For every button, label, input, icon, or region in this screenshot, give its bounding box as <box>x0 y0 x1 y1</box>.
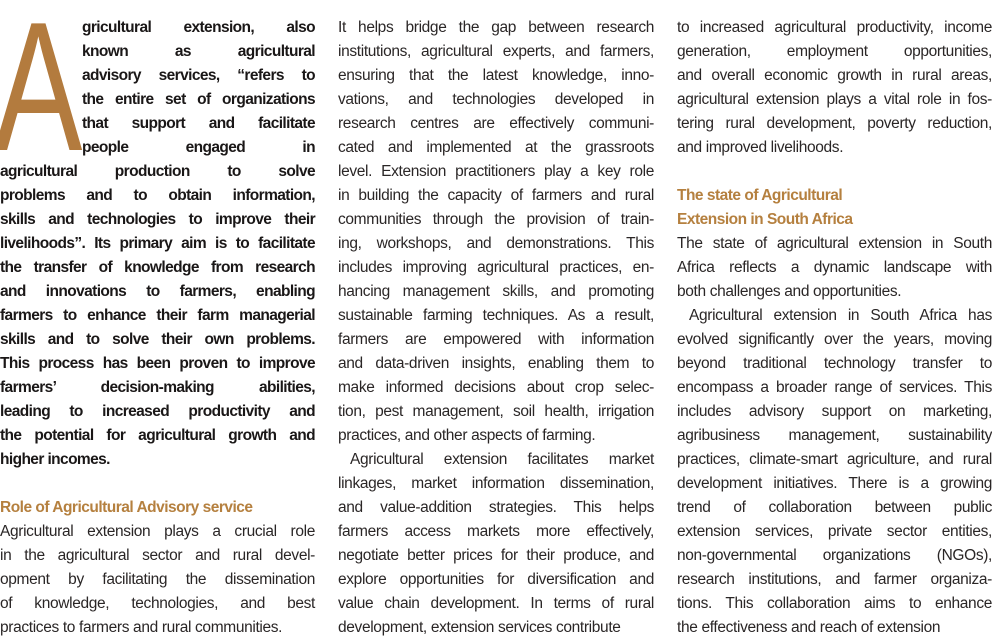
text-line: cated and implemented at the grassroots <box>338 139 654 156</box>
text-line: institutions, agricultural experts, and … <box>338 43 654 60</box>
text-line: of knowledge, technologies, and best <box>0 595 315 612</box>
text-line: Agricultural extension in South Africa h… <box>689 307 992 324</box>
column-3: to increased agricultural productivity, … <box>677 16 992 640</box>
text-line: ensuring that the latest knowledge, inno… <box>338 67 654 84</box>
text-line: skills and technologies to improve their <box>0 211 316 228</box>
text-line: gricultural extension, also <box>82 19 316 36</box>
text-line: Africa reflects a dynamic landscape with <box>677 259 992 276</box>
text-line: make informed decisions about crop selec… <box>338 379 654 396</box>
paragraph: Agricultural extension in South Africa h… <box>677 304 992 640</box>
text-line: sustainable farming techniques. As a res… <box>338 307 654 324</box>
text-line: extension services, private sector entit… <box>677 523 992 540</box>
text-line: hancing management skills, and promoting <box>338 283 654 300</box>
text-line: generation, employment opportunities, <box>677 43 992 60</box>
text-line: level. Extension practitioners play a ke… <box>338 163 654 180</box>
text-line: higher incomes. <box>0 451 110 468</box>
text-line: vations, and technologies developed in <box>338 91 654 108</box>
text-line: It helps bridge the gap between research <box>338 19 654 36</box>
text-line: farmers are empowered with information <box>338 331 654 348</box>
text-line: development initiatives. There is a grow… <box>677 475 992 492</box>
column-1: A gricultural extension, also known as ag… <box>0 0 316 640</box>
text-line: research institutions, and farmer organi… <box>677 571 992 588</box>
text-line: advisory services, “refers to <box>82 67 316 84</box>
text-line: skills and to solve their own problems. <box>0 331 316 348</box>
text-line: both challenges and opportunities. <box>677 283 902 300</box>
text-line: in the agricultural sector and rural dev… <box>0 547 315 564</box>
text-line: leading to increased productivity and <box>0 403 316 420</box>
text-line: farmers to enhance their farm managerial <box>0 307 316 324</box>
paragraph: It helps bridge the gap between research… <box>338 16 654 448</box>
paragraph: agricultural production to solve problems… <box>0 160 316 472</box>
text-line <box>0 472 315 496</box>
text-line: beyond traditional technology transfer t… <box>677 355 992 372</box>
text-line: trend of collaboration between public <box>677 499 992 516</box>
text-line: to increased agricultural productivity, … <box>677 19 992 36</box>
text-line: and innovations to farmers, enabling <box>0 283 316 300</box>
text-line: agricultural extension plays a vital rol… <box>677 91 992 108</box>
drop-cap: A <box>0 0 83 189</box>
text-line: farmers access markets more effectively, <box>338 523 654 540</box>
text-line: includes advisory support on marketing, <box>677 403 992 420</box>
text-line: Role of Agricultural Advisory service <box>0 499 253 516</box>
text-line: evolved significantly over the years, mo… <box>677 331 992 348</box>
text-line: agribusiness management, sustainability <box>677 427 992 444</box>
text-line: ing, workshops, and demonstrations. This <box>338 235 654 252</box>
text-line: and data-driven insights, enabling them … <box>338 355 654 372</box>
text-line: linkages, market information disseminati… <box>338 475 654 492</box>
text-line: known as agricultural <box>82 43 316 60</box>
text-line: This process has been proven to improve <box>0 355 316 372</box>
text-line: tering rural development, poverty reduct… <box>677 115 992 132</box>
text-line: Agricultural extension facilitates marke… <box>350 451 654 468</box>
text-line: that support and facilitate <box>82 115 316 132</box>
text-line: non-governmental organizations (NGOs), <box>677 547 992 564</box>
text-line: communities through the provision of tra… <box>338 211 654 228</box>
text-line: and value-addition strategies. This help… <box>338 499 654 516</box>
text-line: problems and to obtain information, <box>0 187 316 204</box>
column-2: It helps bridge the gap between research… <box>338 16 654 640</box>
text-line: farmers’ decision-making abilities, <box>0 379 316 396</box>
text-line: the effectiveness and reach of extension <box>677 619 941 636</box>
text-line: value chain development. In terms of rur… <box>338 595 654 612</box>
text-line: and improved livelihoods. <box>677 139 844 156</box>
text-line: and overall economic growth in rural are… <box>677 67 992 84</box>
text-line <box>677 160 992 184</box>
text-line: the entire set of organizations <box>82 91 316 108</box>
text-line: practices, and other aspects of farming. <box>338 427 596 444</box>
paragraph: gricultural extension, also known as agri… <box>0 16 316 160</box>
text-line: in building the capacity of farmers and … <box>338 187 654 204</box>
text-line: The state of Agricultural <box>677 187 843 204</box>
text-line: the transfer of knowledge from research <box>0 259 316 276</box>
text-line: tion, pest management, soil health, irri… <box>338 403 654 420</box>
text-line: includes improving agricultural practice… <box>338 259 654 276</box>
paragraph-spacer <box>0 472 315 496</box>
text-line: research centres are effectively communi… <box>338 115 654 132</box>
text-line: explore opportunities for diversificatio… <box>338 571 654 588</box>
text-line: development, extension services contribu… <box>338 619 621 636</box>
paragraph-spacer <box>677 160 992 184</box>
text-line: Extension in South Africa <box>677 211 853 228</box>
text-line: the potential for agricultural growth an… <box>0 427 316 444</box>
paragraph: to increased agricultural productivity, … <box>677 16 992 160</box>
text-line: opment by facilitating the dissemination <box>0 571 315 588</box>
text-line: encompass a broader range of services. T… <box>677 379 992 396</box>
text-line: practices to farmers and rural communiti… <box>0 619 283 636</box>
text-line: Agricultural extension plays a crucial r… <box>0 523 315 540</box>
paragraph: Agricultural extension facilitates marke… <box>338 448 654 640</box>
text-line: agricultural production to solve <box>0 163 316 180</box>
text-line: The state of agricultural extension in S… <box>677 235 992 252</box>
text-line: practices, climate-smart agriculture, an… <box>677 451 992 468</box>
section-heading: Role of Agricultural Advisory service <box>0 496 315 520</box>
text-line: tions. This collaboration aims to enhanc… <box>677 595 992 612</box>
text-line: negotiate better prices for their produc… <box>338 547 654 564</box>
paragraph: Agricultural extension plays a crucial r… <box>0 520 315 640</box>
text-line: people engaged in <box>82 139 316 156</box>
paragraph: The state of agricultural extension in S… <box>677 232 992 304</box>
text-line: livelihoods”. Its primary aim is to faci… <box>0 235 316 252</box>
